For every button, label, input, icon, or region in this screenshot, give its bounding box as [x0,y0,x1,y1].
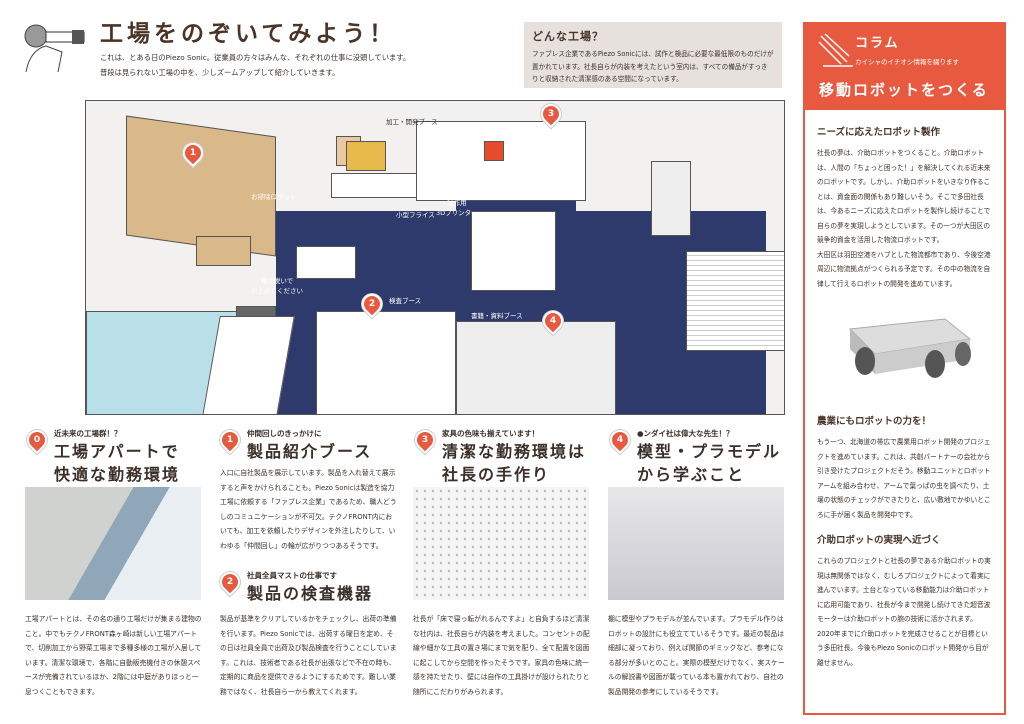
pin-number: 2 [226,577,234,587]
inspection-booth [316,311,456,414]
column-block: 介助ロボットの実現へ近づく これらのプロジェクトと社長の夢である介助ロボットの実… [805,532,1004,670]
section-subtitle: ●ンダイ社は偉大な先生！？ [637,429,734,438]
section-1-text: 入口に自社製品を展示しています。製品を入れ替えて展示すると声をかけられることも。… [220,469,397,550]
section-title: 製品の検査機器 [247,584,374,603]
label-mill: 小型フライス [396,211,435,219]
label-design: 設計・執務 ブース [516,212,549,230]
intro-title: どんな工場？ [532,30,604,43]
column-heading: 農業にもロボットの力を！ [817,416,932,427]
column-header: コラム カイシャのイチオシ情報を綴ります 移動ロボットをつくる [805,24,1004,110]
page-title: 工場をのぞいてみよう！ [100,21,397,47]
desk [471,211,556,291]
pin-3-icon: 3 [410,425,440,455]
intro-text: ファブレス企業であるPiezo Sonicには、試作と検品に必要な最低限のものだ… [532,50,774,83]
section-title: 模型・プラモデル から学ぶこと [637,442,782,484]
book-shelves [456,321,616,414]
column-title: 移動ロボットをつくる [819,81,989,99]
label-kakou: 加工・開発ブース [386,118,438,126]
label-shoes: 靴は脱いで お上がりください [251,277,303,295]
factory-floor-plan: 加工・開発ブース お掃除ロボット 小型フライス 試作用 3Dプリンター 設計・執… [85,100,785,415]
column-block: ニーズに応えたロボット製作 社長の夢は、介助ロボットをつくること。介助ロボットは… [805,124,1004,291]
section-title: 工場アパートで 快適な勤務環境 [54,442,181,484]
section-subtitle: 近未来の工場群！？ [54,429,122,438]
pin-1-icon: 1 [215,425,245,455]
processing-bench [416,121,586,201]
column-text: 社長の夢は、介助ロボットをつくること。介助ロボットは、人間の「ちょっと困った！」… [817,149,991,288]
shelf [196,236,251,266]
pin-number: 1 [226,435,234,445]
pin-number: 4 [549,316,557,326]
shutter [686,251,784,351]
section-3-text: 社長が「床で寝っ転がれるんですよ」と自負するほど清潔な社内は、社長自らが内装を考… [413,615,590,696]
column-text: これらのプロジェクトと社長の夢である介助ロボットの実現は無関係ではなく、むしろプ… [817,557,991,667]
3d-printer [484,141,504,161]
pin-0-icon: 0 [22,425,52,455]
section-4-text: 棚に模型やプラモデルが並んでいます。プラモデル作りはロボットの設計にも役立ててい… [608,615,785,696]
pen-icon [818,33,853,67]
section-subtitle: 社員全員マストの仕事です [247,571,337,580]
section-subtitle: 仲間回しのきっかけに [247,429,322,438]
section-2-text: 製品が基準をクリアしているかをチェックし、出荷の準備を行います。Piezo So… [220,615,397,696]
label-printer: 試作用 3Dプリンター [436,199,478,217]
factory-apartment-photo [25,487,201,600]
telescope-boy-illustration [24,24,85,73]
section-title: 製品紹介ブース [247,442,373,461]
delivery-robot-image [848,318,972,378]
column-kicker: コラム [855,36,900,51]
lead-line: 普段は見られない工場の中を、少しズームアップして紹介していきます。 [100,68,340,77]
label-robot: お掃除ロボット [251,193,297,201]
table [296,246,356,279]
machine [346,141,386,171]
column-heading: ニーズに応えたロボット製作 [817,127,941,138]
section-0-text: 工場アパートとは、その名の通り工場だけが集まる建物のこと。中でもテクノFRONT… [25,615,202,696]
lead-text: これは、とある日のPiezo Sonic。従業員の方々はみんな、それぞれの仕事に… [100,50,520,80]
pin-number: 0 [33,435,41,445]
section-title: 清潔な勤務環境は 社長の手作り [442,442,587,484]
intro-box: どんな工場？ ファブレス企業であるPiezo Sonicには、試作と検品に必要な… [524,22,782,88]
pin-number: 2 [368,299,376,309]
pin-2-icon: 2 [215,567,245,597]
column-text: もう一つ、北海道の帯広で農業用ロボット開発のプロジェクトを進めています。これは、… [817,438,991,519]
plastic-models-photo [608,487,784,600]
tool-wall-photo [413,487,589,600]
cabinet [651,161,691,236]
pin-number: 3 [547,109,555,119]
section-subtitle: 家具の色味も揃えています！ [442,429,540,438]
pin-number: 4 [616,435,624,445]
column-block: 農業にもロボットの力を！ もう一つ、北海道の帯広で農業用ロボット開発のプロジェク… [805,413,1004,522]
label-inspect: 検査ブース [389,297,422,305]
column-sidebar: コラム カイシャのイチオシ情報を綴ります 移動ロボットをつくる ニーズに応えたロ… [803,22,1006,715]
lead-line: これは、とある日のPiezo Sonic。従業員の方々はみんな、それぞれの仕事に… [100,53,411,62]
pin-4-icon: 4 [605,425,635,455]
pin-number: 3 [421,435,429,445]
label-books: 書籍・資料ブース [471,312,523,320]
pin-number: 1 [189,148,197,158]
column-heading: 介助ロボットの実現へ近づく [817,535,941,546]
column-kicker-sub: カイシャのイチオシ情報を綴ります [855,58,959,66]
